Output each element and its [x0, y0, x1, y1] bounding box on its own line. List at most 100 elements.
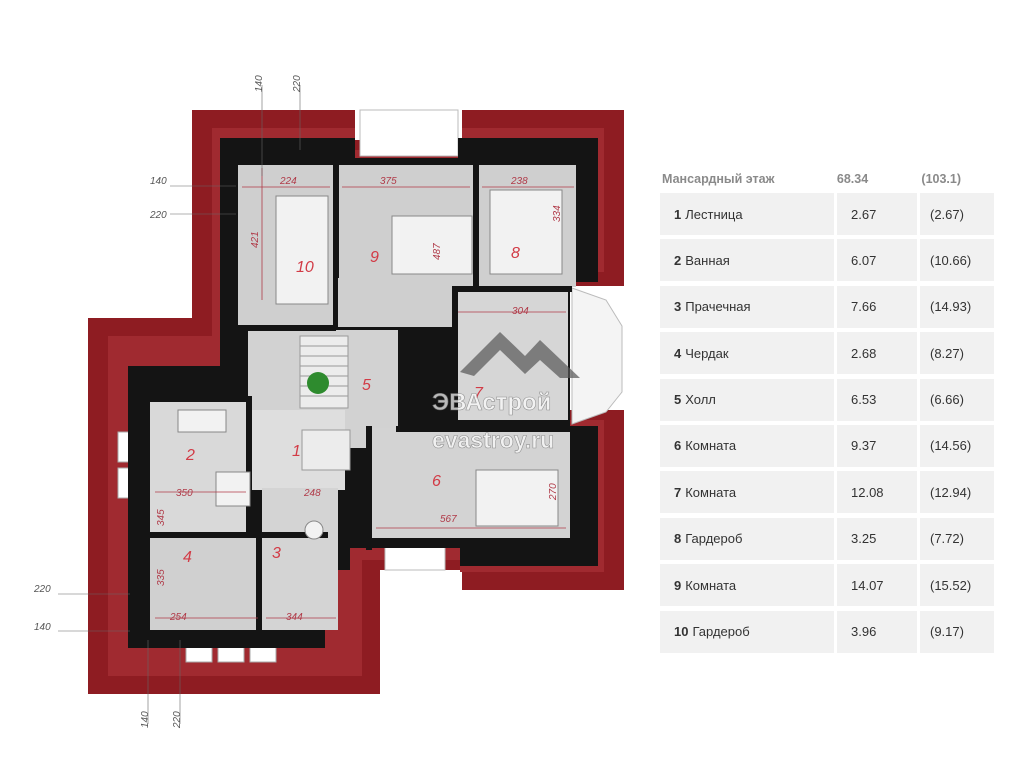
room-net-area: 3.25: [837, 517, 917, 560]
internal-walls: [148, 158, 572, 642]
axis-lower-140: 140: [34, 622, 51, 633]
axis-lower-220: 220: [33, 584, 51, 595]
dimension-lines: [155, 168, 574, 619]
room-gross-area: (7.72): [920, 517, 994, 560]
dim-334: 334: [552, 205, 563, 222]
room-name: Комната: [685, 484, 737, 500]
dim-344: 344: [286, 612, 303, 623]
room-number-7: 7: [474, 385, 484, 402]
axis-left-220: 220: [149, 210, 167, 221]
staircase: [299, 335, 351, 471]
room-number-2: 2: [185, 447, 195, 464]
room-gross-area: (14.93): [920, 285, 994, 328]
dim-567: 567: [440, 514, 457, 525]
room-num: 8: [674, 531, 682, 547]
dim-421: 421: [250, 231, 261, 248]
room-num: 10: [674, 624, 689, 640]
room-name: Холл: [685, 392, 716, 408]
room-net-area: 6.53: [837, 378, 917, 421]
watermark: ЭВАстрой evastroy.ru: [432, 332, 580, 453]
dim-345: 345: [156, 509, 167, 526]
room-net-area: 9.37: [837, 424, 917, 467]
room-net-area: 2.67: [837, 193, 917, 235]
room-name: Чердак: [685, 345, 729, 361]
room-number-8: 8: [511, 245, 520, 262]
watermark-site: evastroy.ru: [432, 427, 554, 453]
dim-350: 350: [176, 488, 193, 499]
floor-title: Мансардный этаж: [662, 172, 775, 186]
room-name: Гардероб: [685, 531, 743, 547]
axis-bottom-140: 140: [140, 711, 151, 728]
room-name: Комната: [685, 577, 737, 593]
room-gross-area: (6.66): [920, 378, 994, 421]
room-num: 4: [674, 345, 682, 361]
room-num: 7: [674, 484, 682, 500]
dim-224: 224: [279, 176, 297, 187]
room-gross-area: (2.67): [920, 193, 994, 235]
dim-375: 375: [380, 176, 397, 187]
dim-238: 238: [510, 176, 528, 187]
room-net-area: 6.07: [837, 239, 917, 282]
room-number-9: 9: [370, 249, 379, 266]
room-gross-area: (9.17): [920, 610, 994, 653]
room-net-area: 14.07: [837, 564, 917, 607]
room-num: 6: [674, 438, 682, 454]
dim-270: 270: [548, 483, 559, 501]
room-num: 3: [674, 299, 682, 315]
room-number-10: 10: [296, 259, 314, 276]
axis-top-140: 140: [254, 75, 265, 92]
room-gross-area: (8.27): [920, 332, 994, 375]
dim-254: 254: [169, 612, 187, 623]
bay-window: [571, 287, 623, 425]
axis-top-220: 220: [292, 75, 303, 93]
axis-lines: [58, 85, 301, 724]
room-num: 9: [674, 577, 682, 593]
room-net-area: 12.08: [837, 471, 917, 514]
watermark-brand: ЭВАстрой: [432, 389, 551, 416]
dim-304: 304: [512, 306, 529, 317]
room-gross-area: (14.56): [920, 424, 994, 467]
dim-487: 487: [432, 243, 443, 260]
room-gross-area: (10.66): [920, 239, 994, 282]
room-name: Лестница: [685, 206, 743, 222]
room-net-area: 3.96: [837, 610, 917, 653]
plant-icon: [307, 372, 329, 394]
room-net-area: 2.68: [837, 332, 917, 375]
axis-bottom-220: 220: [172, 711, 183, 729]
room-number-1: 1: [292, 443, 301, 460]
top-balcony: [359, 109, 459, 157]
axis-left-140: 140: [150, 176, 167, 187]
area-table-header: Мансардный этаж 68.34 (103.1): [660, 165, 1000, 193]
room-name: Комната: [685, 438, 737, 454]
room-num: 2: [674, 252, 682, 268]
room-name: Гардероб: [692, 624, 750, 640]
dim-335: 335: [156, 569, 167, 586]
room-gross-area: (15.52): [920, 564, 994, 607]
house-logo-icon: [460, 332, 580, 378]
room-num: 1: [674, 206, 682, 222]
floor-gross-area: (103.1): [921, 172, 962, 186]
room-name: Прачечная: [685, 299, 751, 315]
room-name: Ванная: [685, 252, 730, 268]
room-number-5: 5: [362, 377, 371, 394]
room-number-3: 3: [272, 545, 281, 562]
dim-248: 248: [303, 488, 321, 499]
room-net-area: 7.66: [837, 285, 917, 328]
fixtures: [177, 189, 563, 540]
room-gross-area: (12.94): [920, 471, 994, 514]
floor-net-area: 68.34: [836, 172, 869, 186]
room-number-4: 4: [183, 549, 192, 566]
room-number-6: 6: [432, 473, 441, 490]
floor-plan: 10 9 8 7 5 1 2 6 3 4 224 375 238 421 487…: [33, 75, 624, 729]
